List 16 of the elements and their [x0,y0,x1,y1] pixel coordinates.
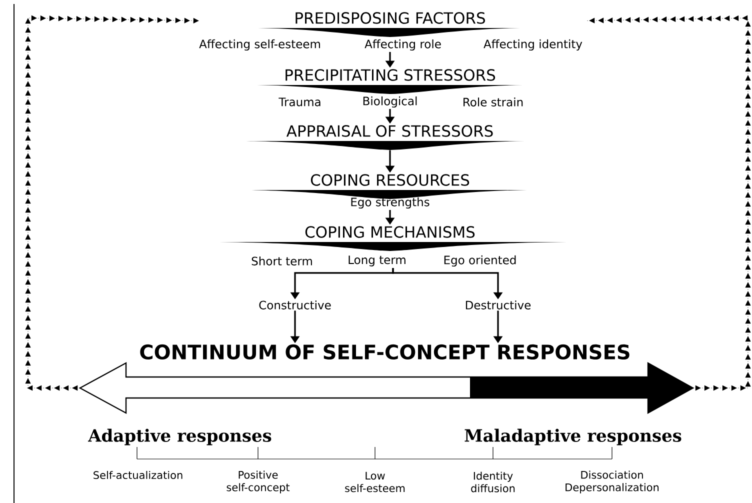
scale-label: Identity diffusion [471,472,515,492]
scale-label: Dissociation Depersonalization [566,470,659,494]
stage-heading: PRECIPITATING STRESSORS Trauma Biological Role strain [257,69,523,108]
stage-heading: APPRAISAL OF STRESSORS [246,125,525,150]
stage-heading: COPING RESOURCES Ego strengths [248,174,527,209]
arrow-chain [25,15,199,391]
response-heading: Maladaptive responses [464,428,682,446]
stage-heading: PREDISPOSING FACTORS Affecting self-esteem Affecting role Affecting identity [199,12,582,51]
stage-heading: COPING MECHANISMS Short term Long term Ego oriented [219,226,567,267]
continuum-title: CONTINUUM OF SELF-CONCEPT RESPONSES [140,344,630,360]
branch-label: Destructive [466,300,531,310]
scale-label: Positive self-concept [226,470,290,494]
scale-label: Low self-esteem [345,472,405,492]
branch-label: Constructive [259,300,331,310]
response-heading: Adaptive responses [88,428,272,446]
scale-label: Self-actualization [94,470,182,480]
